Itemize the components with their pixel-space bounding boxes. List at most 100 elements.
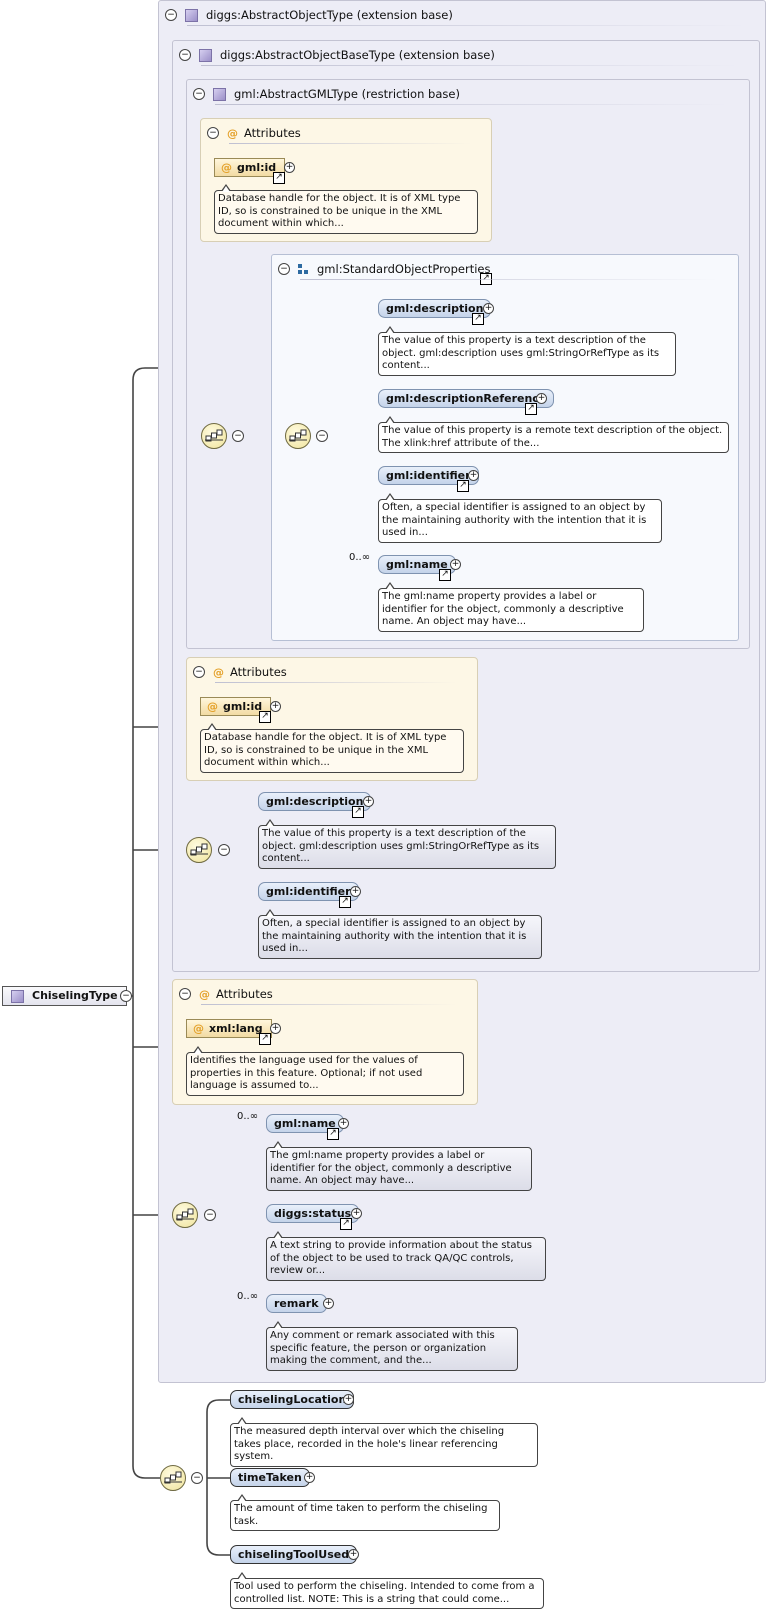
complex-type-icon [213, 87, 226, 101]
attribute-icon: @ [207, 700, 218, 713]
expand-icon[interactable]: + [483, 303, 494, 314]
collapse-icon[interactable]: − [207, 127, 219, 139]
element-name: gml:description [266, 795, 364, 808]
attributes-label: Attributes [230, 665, 287, 679]
element-chiselingtoolused[interactable]: chiselingToolUsed [230, 1545, 358, 1564]
expand-icon[interactable]: + [468, 470, 479, 481]
collapse-icon[interactable]: − [316, 430, 328, 442]
attributes-label: Attributes [216, 987, 273, 1001]
container-title: diggs:AbstractObjectType (extension base… [206, 8, 453, 22]
element-gml-name-group[interactable]: gml:name [378, 555, 456, 574]
expand-icon[interactable]: + [338, 1118, 349, 1129]
collapse-icon[interactable]: − [191, 1472, 203, 1484]
sequence-compositor-icon[interactable] [186, 837, 212, 863]
expand-icon[interactable]: + [348, 1549, 359, 1560]
expand-icon[interactable]: + [323, 1298, 334, 1309]
reference-link-icon[interactable]: ↗ [352, 806, 364, 818]
expand-icon[interactable]: + [343, 1394, 354, 1405]
reference-link-icon[interactable]: ↗ [457, 480, 469, 492]
reference-link-icon[interactable]: ↗ [472, 313, 484, 325]
complex-type-icon [11, 989, 24, 1003]
cardinality-label: 0..∞ [237, 1111, 259, 1122]
expand-icon[interactable]: + [363, 796, 374, 807]
root-element-label: ChiselingType [32, 989, 118, 1002]
element-name: gml:description [386, 302, 484, 315]
expand-icon[interactable]: + [270, 1023, 281, 1034]
expand-icon[interactable]: + [270, 701, 281, 712]
element-gml-descriptionreference[interactable]: gml:descriptionReference [378, 389, 555, 408]
sequence-compositor-icon[interactable] [201, 423, 227, 449]
attributes-label: Attributes [244, 126, 301, 140]
attribute-icon: @ [227, 126, 238, 140]
expand-icon[interactable]: + [450, 559, 461, 570]
header-divider [215, 104, 729, 105]
complex-type-icon [199, 48, 212, 62]
reference-link-icon[interactable]: ↗ [439, 569, 451, 581]
attributes-header: − @ Attributes [179, 986, 273, 1002]
element-remark[interactable]: remark [266, 1294, 327, 1313]
expand-icon[interactable]: + [351, 1208, 362, 1219]
collapse-icon[interactable]: − [204, 1209, 216, 1221]
collapse-icon[interactable]: − [218, 844, 230, 856]
group-header: − gml:StandardObjectProperties [278, 261, 490, 277]
element-name: gml:descriptionReference [386, 392, 547, 405]
doc-note-gmlid: Database handle for the object. It is of… [214, 184, 478, 234]
collapse-icon[interactable]: − [120, 990, 132, 1002]
reference-link-icon[interactable]: ↗ [259, 711, 271, 723]
reference-link-icon[interactable]: ↗ [525, 403, 537, 415]
reference-link-icon[interactable]: ↗ [327, 1128, 339, 1140]
doc-note-chiselingtoolused: Tool used to perform the chiseling. Inte… [230, 1572, 544, 1609]
expand-icon[interactable]: + [304, 1472, 315, 1483]
doc-note-diggs-status: A text string to provide information abo… [266, 1231, 546, 1281]
header-divider [201, 1004, 457, 1005]
element-name: remark [274, 1297, 319, 1310]
container-header: − diggs:AbstractObjectBaseType (extensio… [179, 47, 495, 63]
sequence-compositor-icon[interactable] [172, 1202, 198, 1228]
collapse-icon[interactable]: − [193, 666, 205, 678]
sequence-compositor-icon[interactable] [285, 423, 311, 449]
container-header: − diggs:AbstractObjectType (extension ba… [165, 7, 453, 23]
attributes-header: − @ Attributes [207, 125, 301, 141]
expand-icon[interactable]: + [284, 162, 295, 173]
reference-link-icon[interactable]: ↗ [340, 1218, 352, 1230]
expand-icon[interactable]: + [536, 393, 547, 404]
attribute-xmllang[interactable]: @xml:lang [186, 1019, 272, 1038]
complex-type-icon [185, 8, 198, 22]
reference-link-icon[interactable]: ↗ [259, 1033, 271, 1045]
element-name: gml:identifier [386, 469, 471, 482]
element-gml-name[interactable]: gml:name [266, 1114, 344, 1133]
collapse-icon[interactable]: − [165, 9, 177, 21]
element-timetaken[interactable]: timeTaken [230, 1468, 310, 1487]
header-divider [187, 25, 745, 26]
element-gml-description-group[interactable]: gml:description [378, 299, 492, 318]
reference-link-icon[interactable]: ↗ [339, 896, 351, 908]
element-gml-identifier[interactable]: gml:identifier [258, 882, 359, 901]
attribute-icon: @ [213, 665, 224, 679]
doc-note-gmlid-base: Database handle for the object. It is of… [200, 723, 464, 773]
doc-note-gml-name: The gml:name property provides a label o… [266, 1141, 532, 1191]
doc-note-gml-description-group: The value of this property is a text des… [378, 326, 676, 376]
element-name: gml:name [386, 558, 448, 571]
expand-icon[interactable]: + [350, 886, 361, 897]
sequence-compositor-icon[interactable] [160, 1465, 186, 1491]
collapse-icon[interactable]: − [179, 49, 191, 61]
element-name: gml:name [274, 1117, 336, 1130]
element-diggs-status[interactable]: diggs:status [266, 1204, 360, 1223]
element-gml-identifier-group[interactable]: gml:identifier [378, 466, 479, 485]
element-gml-description[interactable]: gml:description [258, 792, 372, 811]
attributes-header: − @ Attributes [193, 664, 287, 680]
reference-link-icon[interactable]: ↗ [273, 172, 285, 184]
element-chiselinglocation[interactable]: chiselingLocation [230, 1390, 355, 1409]
collapse-icon[interactable]: − [179, 988, 191, 1000]
header-divider [215, 682, 457, 683]
attribute-name: gml:id [223, 700, 263, 713]
doc-note-chiselinglocation: The measured depth interval over which t… [230, 1417, 538, 1467]
collapse-icon[interactable]: − [278, 263, 290, 275]
collapse-icon[interactable]: − [232, 430, 244, 442]
collapse-icon[interactable]: − [193, 88, 205, 100]
root-element-chiselingtype[interactable]: ChiselingType [2, 986, 127, 1006]
element-name: gml:identifier [266, 885, 351, 898]
attribute-icon: @ [199, 987, 210, 1001]
container-title: gml:AbstractGMLType (restriction base) [234, 87, 460, 101]
